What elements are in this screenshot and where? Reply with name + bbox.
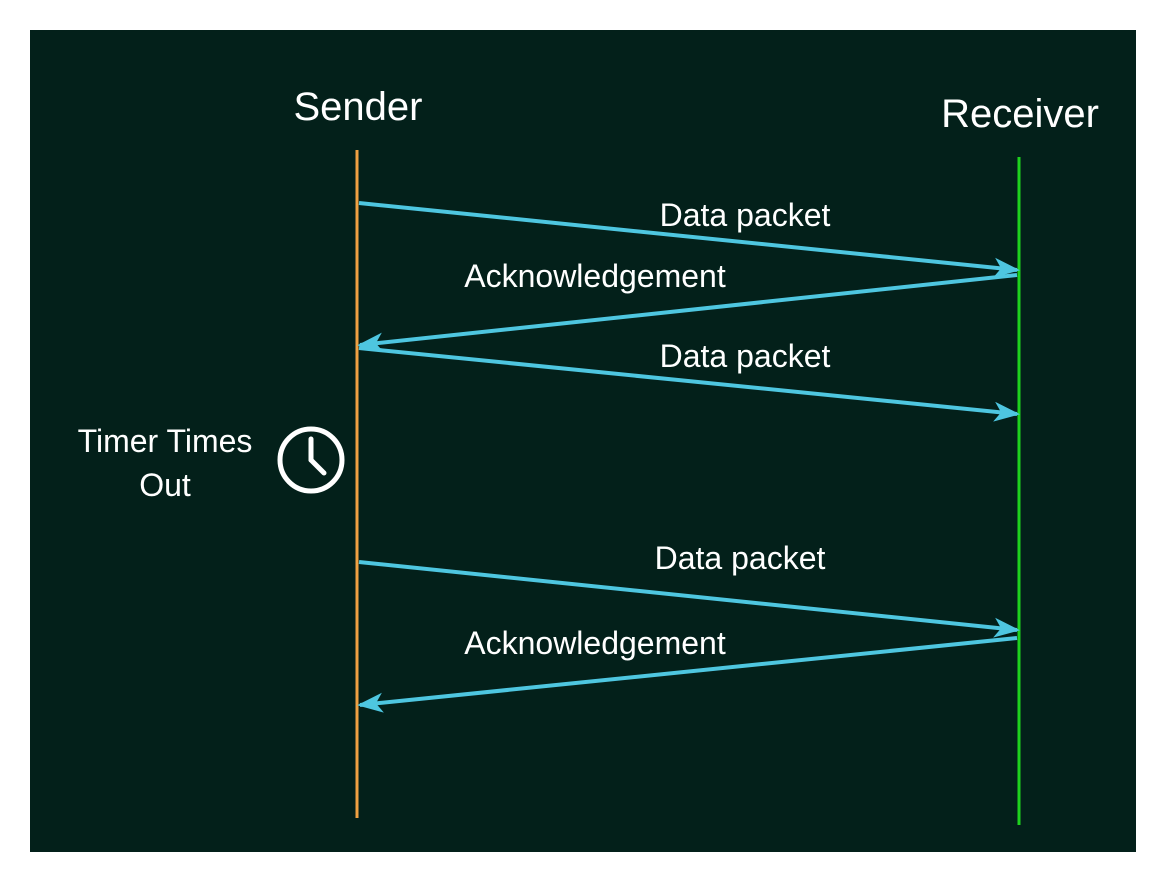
message-label-2: Acknowledgement bbox=[464, 258, 726, 294]
message-label-1: Data packet bbox=[660, 197, 831, 233]
message-label-4: Data packet bbox=[655, 540, 826, 576]
message-arrow-5 bbox=[357, 636, 1018, 713]
message-arrow-3 bbox=[358, 346, 1020, 422]
message-label-3: Data packet bbox=[660, 338, 831, 374]
timer-note-line1: Timer Times bbox=[78, 423, 253, 459]
timer-note-line2: Out bbox=[139, 467, 191, 503]
diagram-background bbox=[30, 30, 1136, 852]
receiver-label: Receiver bbox=[941, 92, 1099, 136]
message-arrow-4 bbox=[358, 560, 1020, 638]
message-arrow-2 bbox=[357, 273, 1018, 353]
message-arrow-1 bbox=[358, 201, 1020, 278]
clock-icon bbox=[277, 426, 345, 494]
sender-label: Sender bbox=[294, 85, 423, 129]
message-label-5: Acknowledgement bbox=[464, 625, 726, 661]
